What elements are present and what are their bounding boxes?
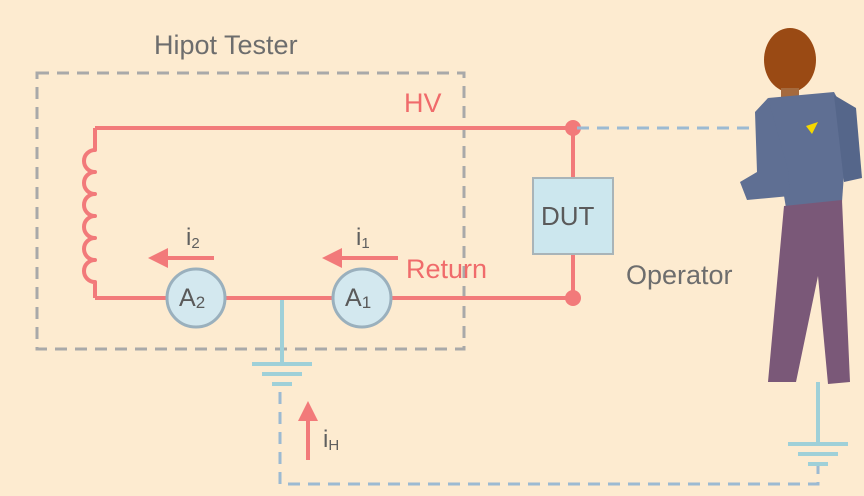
return-label: Return (406, 254, 488, 284)
operator-ground-icon (788, 382, 848, 466)
ammeter-a2-label: A2 (179, 284, 206, 312)
tester-title: Hipot Tester (154, 30, 298, 60)
operator-label: Operator (626, 260, 733, 290)
transformer-coil-icon (82, 128, 97, 298)
ammeter-a1 (331, 267, 393, 329)
i1-sub: 1 (361, 235, 370, 252)
ih-sub: H (328, 437, 340, 454)
tester-ground-icon (252, 300, 312, 386)
ih-main: i (323, 426, 329, 453)
operator-head (764, 28, 816, 92)
i2-label: i2 (186, 224, 200, 252)
dut-box (532, 177, 614, 255)
i2-main: i (186, 224, 192, 251)
i1-main: i (356, 224, 362, 251)
ammeter-a2 (165, 267, 227, 329)
operator-figure (740, 28, 862, 384)
hv-label: HV (404, 88, 442, 118)
ammeter-a1-main: A (345, 284, 362, 312)
ammeter-a1-label: A1 (345, 284, 372, 312)
hv-node (565, 120, 581, 136)
tester-enclosure (35, 71, 466, 351)
i2-sub: 2 (191, 235, 200, 252)
ammeter-a2-sub: 2 (195, 293, 206, 312)
i1-label: i1 (356, 224, 370, 252)
dut-label: DUT (541, 201, 595, 231)
return-node (565, 290, 581, 306)
leakage-path (278, 126, 820, 486)
ih-label: iH (323, 426, 340, 454)
ammeter-a2-main: A (179, 284, 196, 312)
ammeter-a1-sub: 1 (361, 293, 372, 312)
operator-pants (768, 200, 850, 384)
operator-badge-icon (806, 122, 818, 134)
